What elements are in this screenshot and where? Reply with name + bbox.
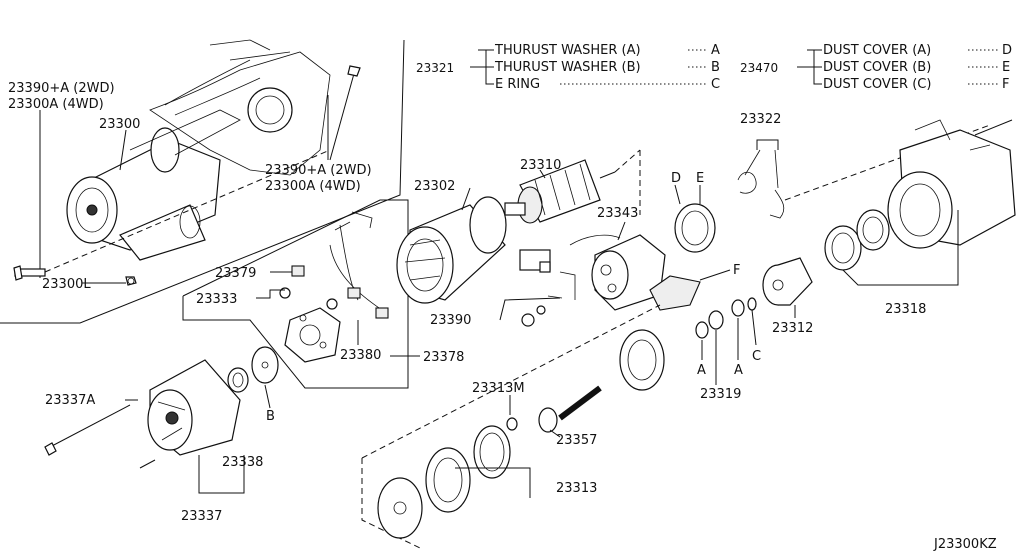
legend-cover-d: DUST COVER (A): [823, 43, 931, 58]
callout-23312: 23312: [772, 321, 813, 336]
letter-d: D: [671, 171, 681, 186]
callouts: 23390+A (2WD) 23300A (4WD) 23300 23390+A…: [8, 81, 926, 524]
internal-gear: [619, 329, 665, 391]
letter-b: B: [266, 409, 275, 424]
brush-holder-23378: [279, 211, 389, 363]
legend-dust-cover: 23470 DUST COVER (A) DUST COVER (B) DUST…: [740, 43, 1012, 92]
legend-key-d: D: [1002, 43, 1012, 58]
diagram-id: J23300KZ: [933, 537, 997, 552]
callout-23318: 23318: [885, 302, 926, 317]
letter-c: C: [752, 349, 761, 364]
legend-ering: E RING: [495, 77, 540, 92]
callout-23302: 23302: [414, 179, 455, 194]
callout-23337A: 23337A: [45, 393, 95, 408]
callout-23378: 23378: [423, 350, 464, 365]
letter-a-2: A: [734, 363, 743, 378]
legend-washer-b: THURUST WASHER (B): [494, 60, 641, 75]
starter-assembly-23300: [66, 109, 241, 261]
legend-key-e: E: [1002, 60, 1010, 75]
callout-23337: 23337: [181, 509, 222, 524]
letter-a-1: A: [697, 363, 706, 378]
callout-23380: 23380: [340, 348, 381, 363]
callout-23300: 23300: [99, 117, 140, 132]
callout-23338: 23338: [222, 455, 263, 470]
callout-23390-mid: 23390+A (2WD): [265, 163, 372, 178]
legend-key-f: F: [1002, 77, 1009, 92]
legend-cover-e: DUST COVER (B): [823, 60, 931, 75]
leader-lines: [39, 95, 959, 498]
letter-e: E: [696, 171, 704, 186]
dust-cover-f: [649, 275, 701, 311]
washer-b: [251, 346, 279, 384]
callout-23343: 23343: [597, 206, 638, 221]
callout-23390-top: 23390+A (2WD): [8, 81, 115, 96]
washers-ab: [695, 297, 757, 339]
callout-23300L: 23300L: [42, 277, 91, 292]
rings-23318: [824, 209, 890, 271]
bearing-23338: [227, 367, 249, 393]
legend-washer-code: 23321: [416, 61, 454, 75]
gear-set-23313: [377, 425, 511, 539]
callout-23319: 23319: [700, 387, 741, 402]
legend-cover-f: DUST COVER (C): [823, 77, 931, 92]
rear-cover-23337: [139, 359, 241, 469]
callout-23322: 23322: [740, 112, 781, 127]
yoke-23302: [396, 196, 507, 304]
callout-23313: 23313: [556, 481, 597, 496]
pinion-23312: [762, 257, 813, 306]
legend-key-c: C: [711, 77, 720, 92]
callout-23333: 23333: [196, 292, 237, 307]
callout-23300A-mid: 23300A (4WD): [265, 179, 361, 194]
bolt-23337A: [44, 404, 131, 456]
gear-frame-dashes: [361, 304, 661, 549]
callout-23313M: 23313M: [472, 381, 525, 396]
legend-key-a: A: [711, 43, 720, 58]
legend-washer-a: THURUST WASHER (A): [494, 43, 641, 58]
front-housing: [887, 119, 1016, 249]
letter-labels: D E F B A A C: [266, 171, 761, 424]
bolts-top: [13, 65, 361, 286]
callout-23310: 23310: [520, 158, 561, 173]
callout-23357: 23357: [556, 433, 597, 448]
callout-23300A-top: 23300A (4WD): [8, 97, 104, 112]
section-lines: [0, 39, 409, 389]
solenoid-23343: [519, 234, 666, 327]
legend-cover-code: 23470: [740, 61, 778, 75]
engine-bracket: [149, 39, 331, 176]
dust-cover-d-e: [674, 203, 716, 253]
legend-key-b: B: [711, 60, 720, 75]
callout-23379: 23379: [215, 266, 256, 281]
letter-f: F: [733, 263, 740, 278]
callout-23390: 23390: [430, 313, 471, 328]
armature-23310: [504, 149, 641, 224]
shaft-23357: [506, 385, 602, 433]
legend-thrust-washer: 23321 THURUST WASHER (A) THURUST WASHER …: [416, 43, 720, 92]
